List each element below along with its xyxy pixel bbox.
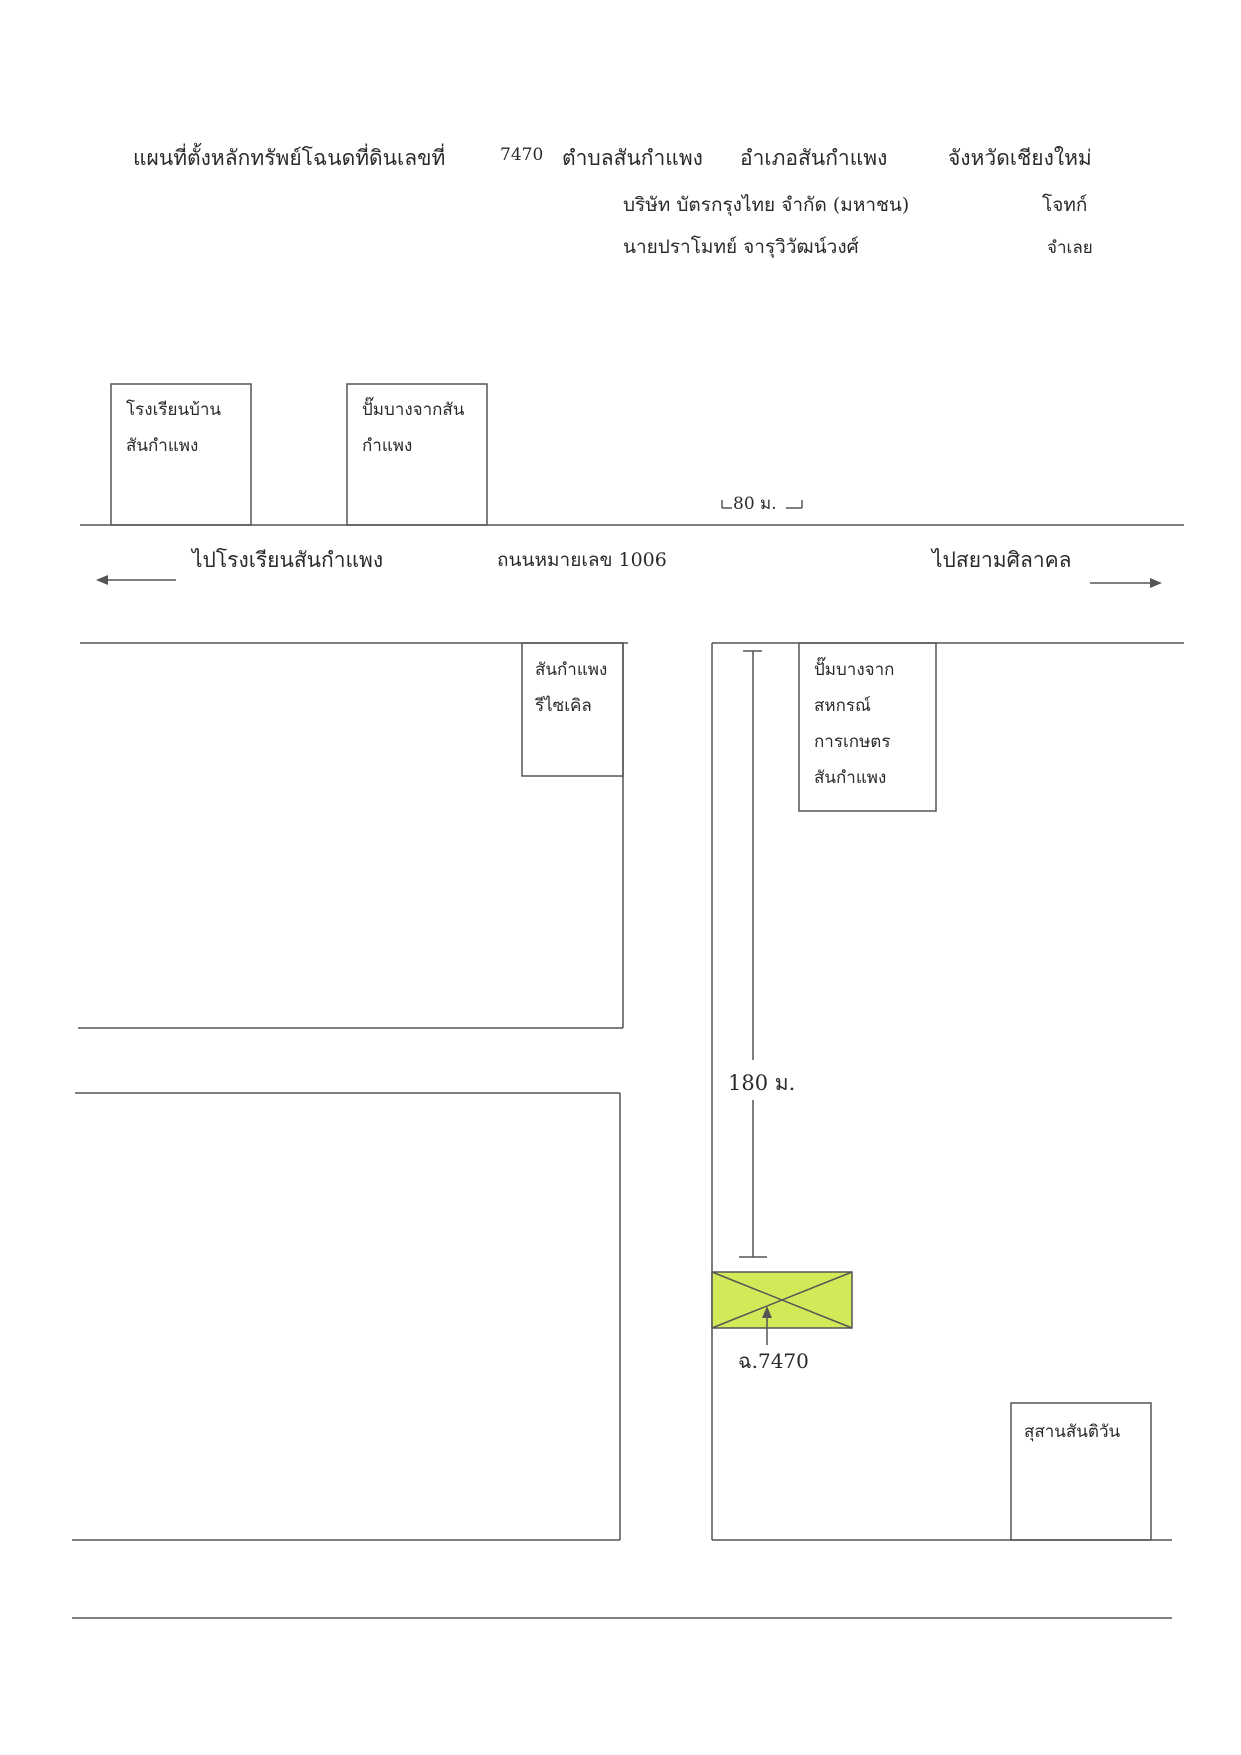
plaintiff-role: โจทก์	[1042, 194, 1088, 216]
school-box	[110, 383, 252, 526]
right-arrow-head	[1150, 578, 1162, 588]
school-label: โรงเรียนบ้าน สันกำแพง	[126, 400, 222, 456]
road-to-left-label: ไปโรงเรียนสันกำแพง	[192, 548, 384, 572]
defendant-role: จำเลย	[1047, 238, 1093, 258]
defendant-name: นายปราโมทย์ จารุวิวัฒน์วงศ์	[623, 236, 859, 258]
cemetery-box	[1010, 1402, 1152, 1541]
parcel-pointer-head	[762, 1306, 772, 1318]
left-arrow-head	[96, 575, 108, 585]
road-to-right-label: ไปสยามศิลาคล	[932, 548, 1072, 572]
recycle-label: สันกำแพง รีไซเคิล	[535, 660, 608, 716]
district: อำเภอสันกำแพง	[740, 146, 888, 170]
distance-180-label: 180 ม.	[728, 1071, 796, 1095]
road-name-label: ถนนหมายเลข 1006	[497, 549, 667, 571]
distance-80-label: 80 ม.	[733, 494, 777, 514]
gas-station-1-box	[346, 383, 488, 526]
gas-station-2-label: ปั๊มบางจาก สหกรณ์ การเกษตร สันกำแพง	[814, 660, 895, 788]
gas-station-2-box	[798, 642, 937, 812]
subdistrict: ตำบลสันกำแพง	[562, 146, 703, 170]
map-title: แผนที่ตั้งหลักทรัพย์โฉนดที่ดินเลขที่	[133, 146, 446, 170]
cemetery-label: สุสานสันติวัน	[1024, 1422, 1121, 1442]
plaintiff-name: บริษัท บัตรกรุงไทย จำกัด (มหาชน)	[623, 194, 910, 216]
gas-station-1-label: ปั๊มบางจากสัน กำแพง	[362, 400, 465, 456]
property-label: ฉ.7470	[738, 1349, 809, 1373]
recycle-box	[521, 642, 624, 777]
deed-number: 7470	[500, 145, 544, 165]
province: จังหวัดเชียงใหม่	[948, 146, 1092, 170]
